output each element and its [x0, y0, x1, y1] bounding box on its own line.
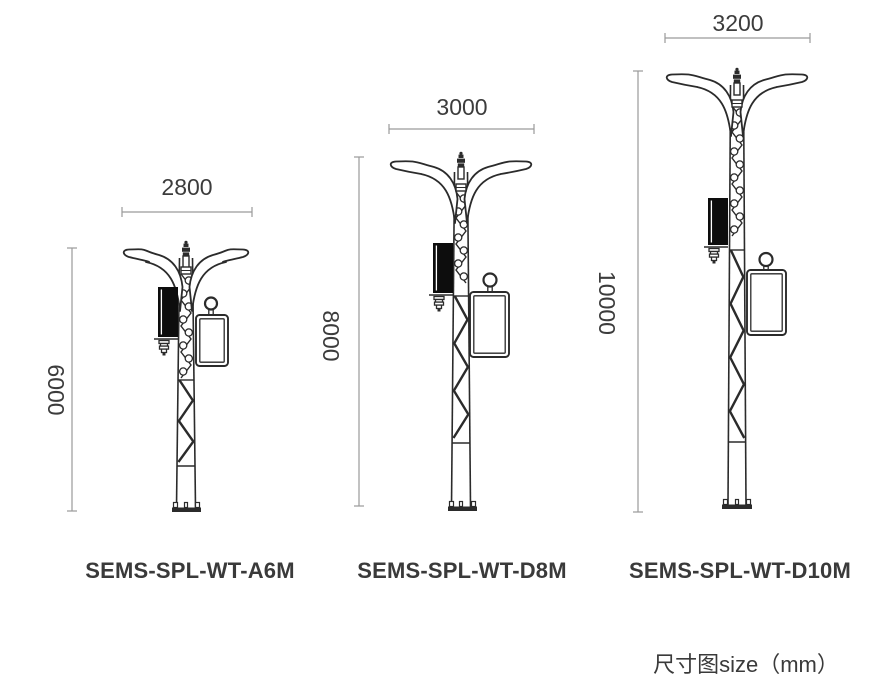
width-dimension-label-pole2: 3000: [436, 94, 488, 120]
pole-drawing: [633, 33, 811, 513]
pole-drawing: [67, 207, 253, 512]
diagram-title: 尺寸图size（mm）: [653, 652, 839, 677]
height-dimension-label-pole3: 10000: [594, 271, 620, 335]
model-label-pole2: SEMS-SPL-WT-D8M: [357, 558, 567, 583]
width-dimension-label-pole3: 3200: [712, 10, 764, 36]
height-dimension-label-pole1: 6000: [43, 364, 69, 416]
height-dimension-label-pole2: 8000: [318, 310, 344, 362]
pole-drawing: [354, 124, 535, 511]
model-label-pole3: SEMS-SPL-WT-D10M: [629, 558, 851, 583]
width-dimension-label-pole1: 2800: [161, 174, 213, 200]
model-label-pole1: SEMS-SPL-WT-A6M: [85, 558, 295, 583]
